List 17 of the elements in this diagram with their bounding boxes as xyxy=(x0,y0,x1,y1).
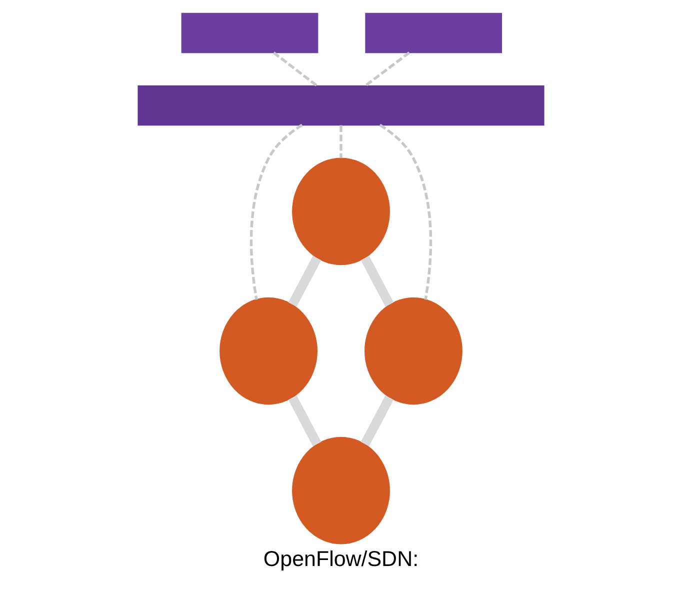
connector xyxy=(378,124,432,300)
connector xyxy=(339,125,342,158)
node-ellipse xyxy=(364,297,462,405)
connector xyxy=(272,52,318,87)
connector xyxy=(288,256,321,307)
connector xyxy=(249,124,302,300)
connector xyxy=(364,52,410,87)
node-ellipse xyxy=(292,158,390,266)
node-bar xyxy=(364,12,502,54)
node-ellipse xyxy=(292,436,390,544)
node-bar xyxy=(180,12,318,54)
connector xyxy=(360,256,394,307)
node-ellipse xyxy=(219,297,318,405)
caption: OpenFlow/SDN: xyxy=(262,547,418,572)
node-bar xyxy=(137,85,544,126)
connector xyxy=(360,395,394,446)
connector xyxy=(288,395,321,446)
